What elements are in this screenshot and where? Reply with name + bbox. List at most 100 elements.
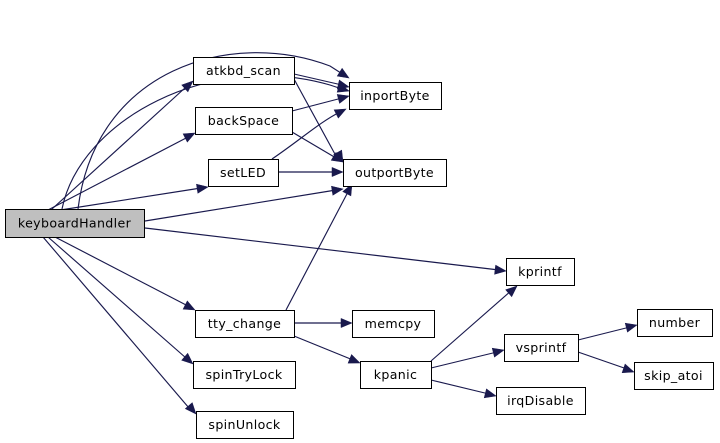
edge-line xyxy=(61,75,343,210)
arrowhead-icon xyxy=(182,300,196,311)
edge-vsprintf-to-number xyxy=(577,322,638,341)
edge-line xyxy=(144,227,500,271)
edge-keyboardHandler-to-kprintf xyxy=(144,227,507,275)
edge-line xyxy=(293,78,337,157)
edge-line xyxy=(271,111,341,160)
node-label: kprintf xyxy=(518,264,562,279)
node-rect[interactable] xyxy=(196,411,294,439)
arrowhead-icon xyxy=(621,363,635,374)
node-label: kpanic xyxy=(374,367,418,382)
edge-kpanic-to-kprintf xyxy=(430,285,518,362)
node-spinTryLock[interactable]: spinTryLock xyxy=(193,361,296,389)
node-label: outportByte xyxy=(355,165,434,180)
node-rect[interactable] xyxy=(360,361,432,389)
arrowhead-icon xyxy=(494,264,507,275)
node-memcpy[interactable]: memcpy xyxy=(352,310,435,338)
node-outportByte[interactable]: outportByte xyxy=(343,159,447,187)
node-keyboardHandler[interactable]: keyboardHandler xyxy=(5,209,145,238)
node-tty_change[interactable]: tty_change xyxy=(195,310,295,338)
node-label: setLED xyxy=(220,165,266,180)
node-rect[interactable] xyxy=(506,258,575,286)
arrowhead-icon xyxy=(331,185,344,196)
node-number[interactable]: number xyxy=(637,309,713,337)
nodes-layer: keyboardHandler atkbd_scan backSpace setLED… xyxy=(5,57,714,439)
node-label: inportByte xyxy=(360,88,430,103)
edge-keyboardHandler-to-inportByte xyxy=(61,75,350,210)
node-rect[interactable] xyxy=(193,361,296,389)
edge-line xyxy=(430,289,513,362)
edge-line xyxy=(144,189,337,222)
edge-line xyxy=(285,189,350,311)
arrowhead-icon xyxy=(336,67,350,79)
node-label: spinUnlock xyxy=(208,417,281,432)
edge-kpanic-to-vsprintf xyxy=(430,347,505,369)
edge-line xyxy=(577,351,628,370)
node-rect[interactable] xyxy=(5,209,145,238)
node-kprintf[interactable]: kprintf xyxy=(506,258,575,286)
edge-line xyxy=(47,136,189,211)
edge-line xyxy=(77,52,345,210)
node-backSpace[interactable]: backSpace xyxy=(195,107,293,135)
arrowhead-icon xyxy=(331,167,344,177)
edge-line xyxy=(577,326,631,341)
node-rect[interactable] xyxy=(634,362,714,390)
node-kpanic[interactable]: kpanic xyxy=(360,361,432,389)
arrowhead-icon xyxy=(333,108,347,119)
edge-keyboardHandler-to-setLED xyxy=(53,183,209,212)
edge-keyboardHandler-to-inportByte xyxy=(77,52,350,210)
arrowhead-icon xyxy=(483,388,497,399)
edge-kpanic-to-irqDisable xyxy=(430,379,497,399)
edge-atkbd_scan-to-inportByte xyxy=(293,73,350,90)
node-irqDisable[interactable]: irqDisable xyxy=(496,387,586,415)
edge-keyboardHandler-to-outportByte xyxy=(144,185,344,222)
arrowhead-icon xyxy=(505,285,518,298)
node-atkbd_scan[interactable]: atkbd_scan xyxy=(193,57,295,85)
edge-line xyxy=(47,236,187,359)
edge-tty_change-to-memcpy xyxy=(294,318,353,328)
edge-keyboardHandler-to-spinUnlock xyxy=(42,236,197,415)
node-rect[interactable] xyxy=(504,334,579,362)
node-rect[interactable] xyxy=(195,310,295,338)
edge-line xyxy=(293,73,343,86)
edge-line xyxy=(291,97,343,112)
arrowhead-icon xyxy=(196,183,209,194)
arrowhead-icon xyxy=(181,80,194,93)
edge-line xyxy=(42,236,190,409)
node-inportByte[interactable]: inportByte xyxy=(349,82,442,110)
arrowhead-icon xyxy=(340,318,353,328)
arrowhead-icon xyxy=(330,151,344,163)
node-label: memcpy xyxy=(365,316,422,331)
edge-setLED-to-outportByte xyxy=(278,167,344,177)
edges-layer xyxy=(42,52,638,415)
arrowhead-icon xyxy=(336,79,350,90)
node-rect[interactable] xyxy=(352,310,435,338)
edge-line xyxy=(430,351,498,369)
node-rect[interactable] xyxy=(349,82,442,110)
node-rect[interactable] xyxy=(496,387,586,415)
edge-keyboardHandler-to-tty_change xyxy=(54,236,196,311)
arrowhead-icon xyxy=(624,322,638,333)
edge-line xyxy=(293,335,354,361)
edge-keyboardHandler-to-spinTryLock xyxy=(47,236,194,365)
node-label: spinTryLock xyxy=(205,367,282,382)
node-rect[interactable] xyxy=(195,107,293,135)
node-label: backSpace xyxy=(208,113,279,128)
node-label: number xyxy=(649,315,701,330)
edge-vsprintf-to-skip_atoi xyxy=(577,351,635,374)
node-rect[interactable] xyxy=(208,159,279,187)
edge-keyboardHandler-to-backSpace xyxy=(47,132,196,211)
edge-setLED-to-inportByte xyxy=(271,108,347,160)
node-label: vsprintf xyxy=(516,340,567,355)
edge-line xyxy=(430,379,490,395)
node-label: tty_change xyxy=(208,316,281,331)
node-rect[interactable] xyxy=(343,159,447,187)
node-skip_atoi[interactable]: skip_atoi xyxy=(634,362,714,390)
node-setLED[interactable]: setLED xyxy=(208,159,279,187)
arrowhead-icon xyxy=(347,354,361,364)
node-label: atkbd_scan xyxy=(206,63,281,78)
node-rect[interactable] xyxy=(637,309,713,337)
node-vsprintf[interactable]: vsprintf xyxy=(504,334,579,362)
node-rect[interactable] xyxy=(193,57,295,85)
node-spinUnlock[interactable]: spinUnlock xyxy=(196,411,294,439)
